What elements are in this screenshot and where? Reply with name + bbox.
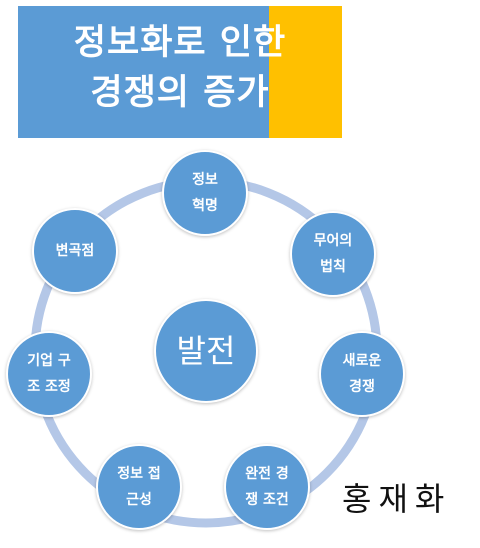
node-turning-point: 변곡점 [32,208,118,294]
node-perfect-competition-label: 완전 경 쟁 조건 [245,466,289,508]
title-blue-panel [18,6,269,138]
title-banner: 정보화로 인한 경쟁의 증가 [18,6,342,138]
center-node: 발전 [154,299,258,403]
node-new-competition: 새로운 경쟁 [319,331,405,417]
node-restructuring: 기업 구 조 조정 [6,331,92,417]
node-info-access: 정보 접 근성 [96,444,182,530]
node-new-competition-label: 새로운 경쟁 [342,353,382,395]
node-moores-law-label: 무어의 법칙 [313,233,353,275]
center-node-label: 발전 [176,332,236,370]
node-turning-point-label: 변곡점 [55,243,95,259]
title-line-1: 정보화로 인한 [73,23,287,63]
node-perfect-competition: 완전 경 쟁 조건 [224,444,310,530]
node-moores-law: 무어의 법칙 [290,211,376,297]
node-info-access-label: 정보 접 근성 [117,466,161,508]
title-gold-panel [269,6,342,138]
node-info-revolution: 정보 혁명 [162,150,248,236]
node-info-revolution-label: 정보 혁명 [192,172,218,214]
title-text: 정보화로 인한 경쟁의 증가 [18,18,342,118]
title-line-2: 경쟁의 증가 [90,73,270,113]
node-restructuring-label: 기업 구 조 조정 [27,353,71,395]
author-name: 홍재화 [342,480,452,518]
